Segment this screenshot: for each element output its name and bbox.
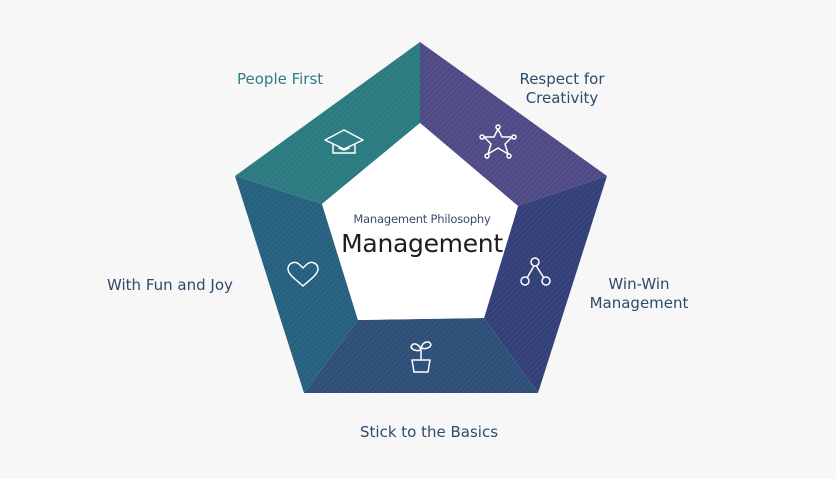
label-line: Management — [589, 294, 689, 312]
label-win-win-management: Win-Win Management — [584, 275, 694, 313]
label-people-first: People First — [237, 70, 324, 88]
label-respect-for-creativity: Respect for Creativity — [512, 70, 612, 108]
segment-with-fun-and-joy — [235, 176, 358, 393]
star-network-icon — [479, 124, 517, 159]
heart-icon — [287, 261, 319, 287]
label-stick-to-the-basics: Stick to the Basics — [360, 423, 499, 441]
graduation-cap-icon — [324, 129, 364, 154]
sprout-pot-icon — [410, 341, 432, 373]
label-with-fun-and-joy: With Fun and Joy — [107, 276, 233, 294]
label-line: Win-Win — [608, 275, 670, 293]
share-nodes-icon — [520, 257, 551, 286]
label-line: Respect for — [519, 70, 605, 88]
center-pentagon — [322, 123, 518, 320]
center-subtitle: Management Philosophy — [353, 212, 491, 226]
segment-people-first — [235, 42, 420, 204]
label-line: Creativity — [525, 89, 599, 107]
center-title: Management — [341, 229, 503, 258]
segment-respect-for-creativity — [420, 42, 607, 206]
